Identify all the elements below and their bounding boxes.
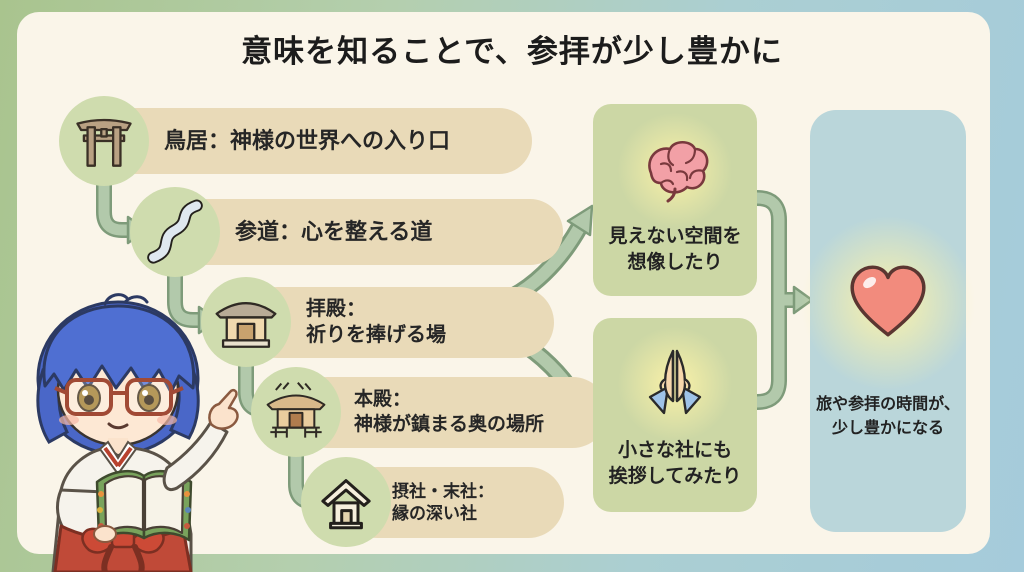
outcome-card-greet: 小さな社にも 挨拶してみたり [593,318,757,512]
step-label: 拝殿： [306,297,366,320]
outcome-label: 小さな社にも 挨拶してみたり [608,440,742,487]
result-card: 旅や参拝の時間が、 少し豊かになる [800,110,976,532]
step-icon-circle [59,96,149,186]
step-label: 縁の深い社 [392,503,477,523]
outcome-card-imagine: 見えない空間を 想像したり [593,104,757,296]
shrine-hall-icon [215,302,277,348]
step-icon-circle [130,187,220,277]
heart-icon [850,265,926,337]
small-shrine-icon [321,479,371,530]
step-label: 参道：心を整える道 [235,218,433,244]
step-label: 祈りを捧げる場 [306,323,446,346]
step-label-pill: 鳥居：神様の世界への入り口 [100,108,532,174]
icon-glow [800,215,976,391]
brain-icon [648,140,709,203]
outcome-label: 見えない空間を 想像したり [608,226,742,273]
step-label: 本殿： [354,389,412,411]
result-label: 旅や参拝の時間が、 少し豊かになる [816,396,960,437]
icon-glow [617,326,733,442]
step-icon-circle [201,277,291,367]
winding-path-icon [147,199,203,264]
step-label: 神様が鎮まる奥の場所 [354,413,545,435]
step-label-pill: 参道：心を整える道 [171,199,563,265]
page-title: 意味を知ることで、参拝が少し豊かに [241,34,783,69]
praying-hands-icon [648,349,702,415]
step-label: 鳥居：神様の世界への入り口 [164,127,451,153]
icon-glow [617,112,733,228]
step-label: 摂社・末社： [392,481,494,501]
step-icon-circle [301,457,391,547]
torii-icon [76,118,132,167]
miko-character-illustration [36,293,239,572]
